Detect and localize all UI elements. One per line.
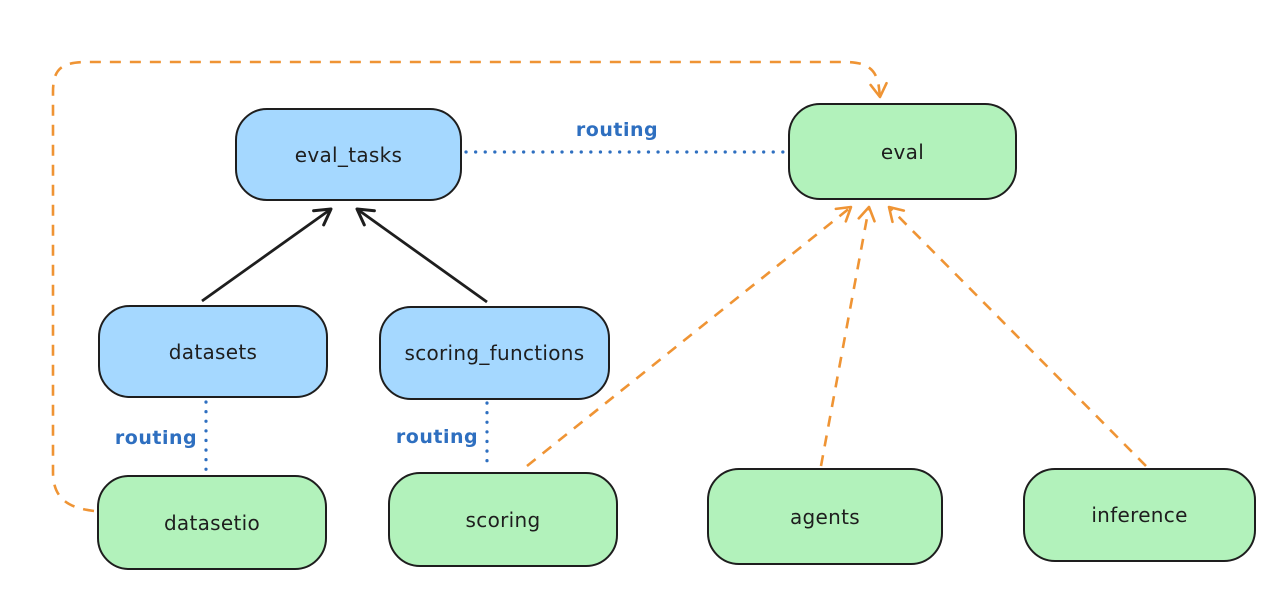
node-datasetio-label: datasetio (163, 510, 261, 535)
edge-label-routing-datasets-datasetio: routing (114, 427, 198, 449)
edge-label-routing-eval-tasks-eval: routing (575, 119, 659, 141)
node-eval-tasks: eval_tasks (235, 108, 462, 201)
edge-inference-to-eval (887, 205, 1147, 467)
node-scoring-functions-label: scoring_functions (404, 341, 585, 365)
edge-agents-to-eval (819, 205, 876, 467)
edge-datasets-to-eval_tasks (201, 207, 333, 303)
node-inference-label: inference (1091, 503, 1188, 527)
node-eval: eval (788, 103, 1017, 200)
node-datasets-label: datasets (168, 339, 258, 364)
edge-scoring_functions-to-eval_tasks (355, 207, 488, 304)
node-eval-label: eval (880, 139, 925, 164)
edge-label-routing-scoring-functions-scoring: routing (395, 426, 479, 448)
node-eval-tasks-label: eval_tasks (294, 142, 403, 167)
node-scoring-label: scoring (465, 507, 541, 532)
node-inference: inference (1023, 468, 1256, 562)
node-datasets: datasets (98, 305, 328, 398)
node-datasetio: datasetio (97, 475, 327, 570)
node-agents-label: agents (790, 504, 860, 529)
node-scoring-functions: scoring_functions (379, 306, 610, 400)
node-agents: agents (707, 468, 943, 565)
node-scoring: scoring (388, 472, 618, 567)
